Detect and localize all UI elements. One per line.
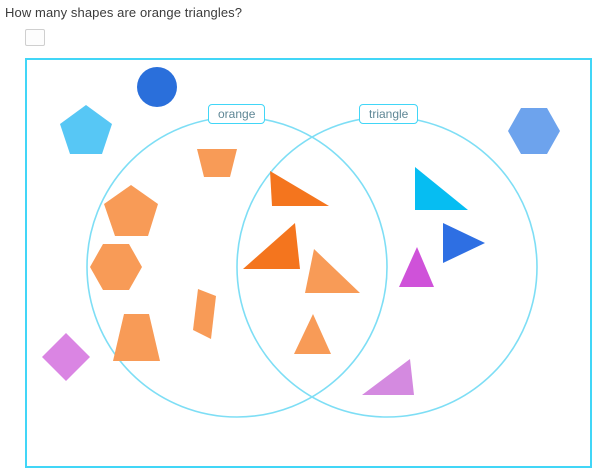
shape-orange-hexagon xyxy=(90,244,142,290)
venn-panel: orange triangle xyxy=(25,58,592,468)
shape-violet-diamond xyxy=(42,333,90,381)
shape-blue-circle xyxy=(137,67,177,107)
shape-orange-parallelogram xyxy=(193,289,216,339)
shape-orange-trapezoid xyxy=(197,149,237,177)
venn-diagram xyxy=(42,67,560,418)
shape-cyan-pentagon xyxy=(60,105,112,154)
shape-orange-triangle-2 xyxy=(243,223,300,269)
shape-blue-hexagon xyxy=(508,108,560,154)
shape-violet-triangle xyxy=(362,359,414,395)
question-text: How many shapes are orange triangles? xyxy=(5,5,243,20)
answer-input[interactable] xyxy=(25,29,45,46)
shape-magenta-triangle xyxy=(399,247,434,287)
shape-orange-pentagon xyxy=(104,185,158,236)
shape-orange-triangle-4 xyxy=(294,314,331,354)
shape-cyan-triangle xyxy=(415,167,468,210)
shape-blue-triangle xyxy=(443,223,485,263)
venn-label-triangle: triangle xyxy=(359,104,419,124)
shape-orange-triangle-3 xyxy=(305,249,360,293)
shape-orange-triangle-1 xyxy=(270,171,329,206)
venn-label-orange: orange xyxy=(208,104,266,124)
shape-orange-trapezoid-2 xyxy=(113,314,160,361)
